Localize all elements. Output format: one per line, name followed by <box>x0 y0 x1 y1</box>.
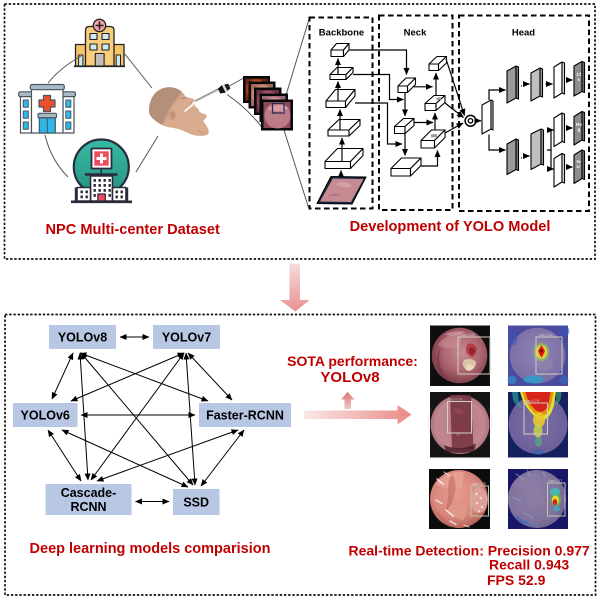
svg-text:SOTA performance:: SOTA performance: <box>287 353 418 369</box>
svg-text:Backbone: Backbone <box>319 28 364 39</box>
svg-text:U: U <box>577 164 581 169</box>
svg-text:nas 0.78: nas 0.78 <box>525 399 539 403</box>
svg-text:FPS 52.9: FPS 52.9 <box>487 572 546 588</box>
svg-text:nas 0.80: nas 0.80 <box>539 333 553 337</box>
svg-text:Head: Head <box>512 28 535 39</box>
svg-text:g: g <box>578 127 581 132</box>
svg-text:YOLOv7: YOLOv7 <box>162 331 211 345</box>
svg-text:Recall 0.943: Recall 0.943 <box>489 557 569 573</box>
svg-text:YOLOv8: YOLOv8 <box>320 369 379 386</box>
svg-text:Deep learning models comparisi: Deep learning models comparision <box>30 541 271 557</box>
svg-text:Cascade-: Cascade- <box>61 486 117 500</box>
svg-text:s: s <box>578 77 581 82</box>
svg-text:Faster-RCNN: Faster-RCNN <box>206 409 284 423</box>
svg-text:nas 0.80: nas 0.80 <box>461 333 475 337</box>
svg-text:SSD: SSD <box>183 496 209 510</box>
svg-text:..: .. <box>521 82 525 89</box>
svg-text:Cl: Cl <box>577 72 582 77</box>
svg-text:..: .. <box>521 154 525 161</box>
svg-text:Re: Re <box>576 122 582 127</box>
svg-text:NPC Multi-center Dataset: NPC Multi-center Dataset <box>46 222 220 238</box>
svg-text:Development of YOLO Model: Development of YOLO Model <box>350 219 551 235</box>
svg-text:Io: Io <box>577 159 581 164</box>
svg-text:nas 0.75: nas 0.75 <box>472 482 486 486</box>
svg-text:Neck: Neck <box>404 28 427 39</box>
svg-text:nas 0.77: nas 0.77 <box>549 479 563 483</box>
svg-text:Real-time Detection: Precision: Real-time Detection: Precision 0.977 <box>349 543 590 559</box>
svg-text:YOLOv6: YOLOv6 <box>21 409 70 423</box>
svg-text:nas 0.79: nas 0.79 <box>449 398 463 402</box>
svg-text:YOLOv8: YOLOv8 <box>58 331 107 345</box>
svg-text:RCNN: RCNN <box>70 500 106 514</box>
